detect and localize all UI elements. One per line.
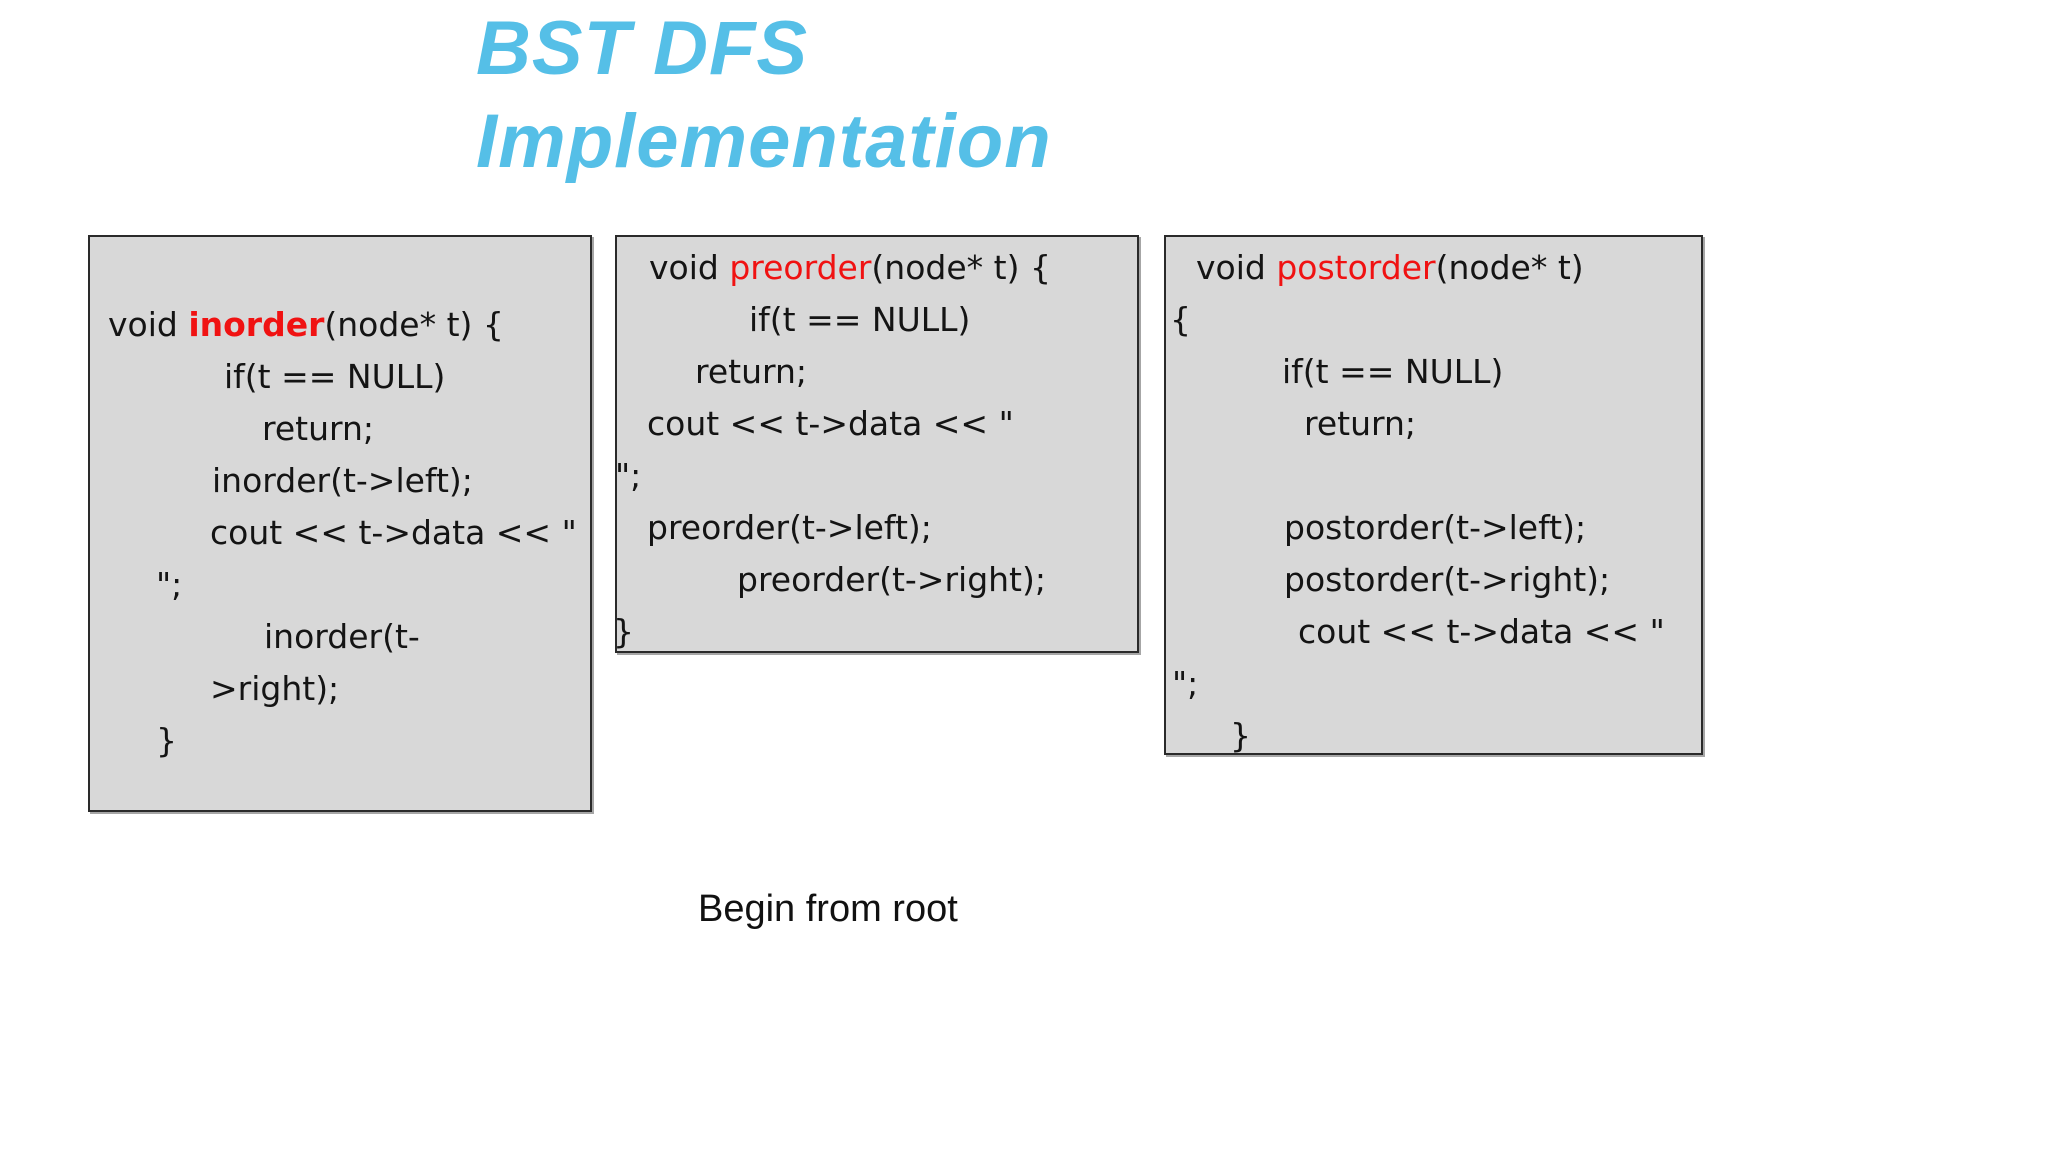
code-line: ";: [615, 450, 1137, 502]
code-line: preorder(t->left);: [647, 502, 1137, 554]
code-line: }: [1230, 710, 1701, 755]
code-box-inorder: void inorder(node* t) { if(t == NULL) retu…: [88, 235, 592, 812]
code-text: preorder(t->left);: [647, 508, 932, 547]
code-text: (node* t) {: [871, 248, 1051, 287]
code-line: if(t == NULL): [224, 351, 590, 403]
code-line: postorder(t->left);: [1284, 502, 1701, 554]
code-text: if(t == NULL): [1282, 352, 1504, 391]
code-line: return;: [695, 346, 1137, 398]
code-text: (node* t): [1435, 248, 1584, 287]
code-text: if(t == NULL): [224, 357, 446, 396]
code-text: return;: [1304, 404, 1417, 443]
code-line: }: [156, 715, 590, 767]
caption-begin-from-root: Begin from root: [698, 888, 958, 930]
code-text: cout << t->data << ": [1298, 612, 1665, 651]
code-text: if(t == NULL): [749, 300, 971, 339]
code-line: inorder(t->left);: [212, 455, 590, 507]
code-text: return;: [695, 352, 808, 391]
code-box-postorder: void postorder(node* t){if(t == NULL)ret…: [1164, 235, 1703, 755]
code-line: cout << t->data << ": [1298, 606, 1701, 658]
code-text: }: [615, 612, 634, 651]
code-line: >right);: [210, 663, 590, 715]
slide-title-line-1: BST DFS: [476, 6, 809, 91]
code-text: ";: [615, 456, 642, 495]
code-line: ";: [156, 559, 590, 611]
code-line: return;: [1304, 398, 1701, 450]
code-text: postorder(t->right);: [1284, 560, 1611, 599]
code-line: postorder(t->right);: [1284, 554, 1701, 606]
code-text: return;: [262, 409, 375, 448]
code-line: if(t == NULL): [1282, 346, 1701, 398]
code-text: >right);: [210, 669, 340, 708]
code-box-preorder: void preorder(node* t) { if(t == NULL) ret…: [615, 235, 1139, 653]
code-line: inorder(t-: [264, 611, 590, 663]
code-line: [1166, 450, 1701, 502]
code-line: }: [615, 606, 1137, 651]
code-line: preorder(t->right);: [737, 554, 1137, 606]
code-text: preorder(t->right);: [737, 560, 1046, 599]
code-text: void: [108, 305, 189, 344]
code-line: ";: [1172, 658, 1701, 710]
keyword-inorder: inorder: [188, 305, 325, 344]
code-line: void inorder(node* t) {: [108, 299, 590, 351]
slide-title: BST DFS Implementation: [476, 2, 1052, 188]
keyword-preorder: preorder: [729, 248, 872, 287]
code-text: ";: [156, 565, 183, 604]
code-line: if(t == NULL): [749, 294, 1137, 346]
code-text: cout << t->data << ": [647, 404, 1014, 443]
code-text: }: [1230, 716, 1251, 755]
code-text: }: [156, 721, 177, 760]
code-text: ";: [1172, 664, 1199, 703]
code-line: void postorder(node* t): [1196, 242, 1701, 294]
code-text: void: [1196, 248, 1277, 287]
code-text: inorder(t->left);: [212, 461, 473, 500]
code-line: cout << t->data << ": [647, 398, 1137, 450]
code-text: inorder(t-: [264, 617, 420, 656]
code-text: void: [649, 248, 730, 287]
code-text: (node* t) {: [324, 305, 504, 344]
code-line: {: [1170, 294, 1701, 346]
code-text: postorder(t->left);: [1284, 508, 1587, 547]
keyword-postorder: postorder: [1276, 248, 1436, 287]
slide-title-line-2: Implementation: [476, 99, 1052, 184]
code-text: {: [1170, 300, 1191, 339]
code-line: void preorder(node* t) {: [649, 242, 1137, 294]
code-line: return;: [262, 403, 590, 455]
code-line: cout << t->data << ": [210, 507, 590, 559]
code-text: cout << t->data << ": [210, 513, 577, 552]
